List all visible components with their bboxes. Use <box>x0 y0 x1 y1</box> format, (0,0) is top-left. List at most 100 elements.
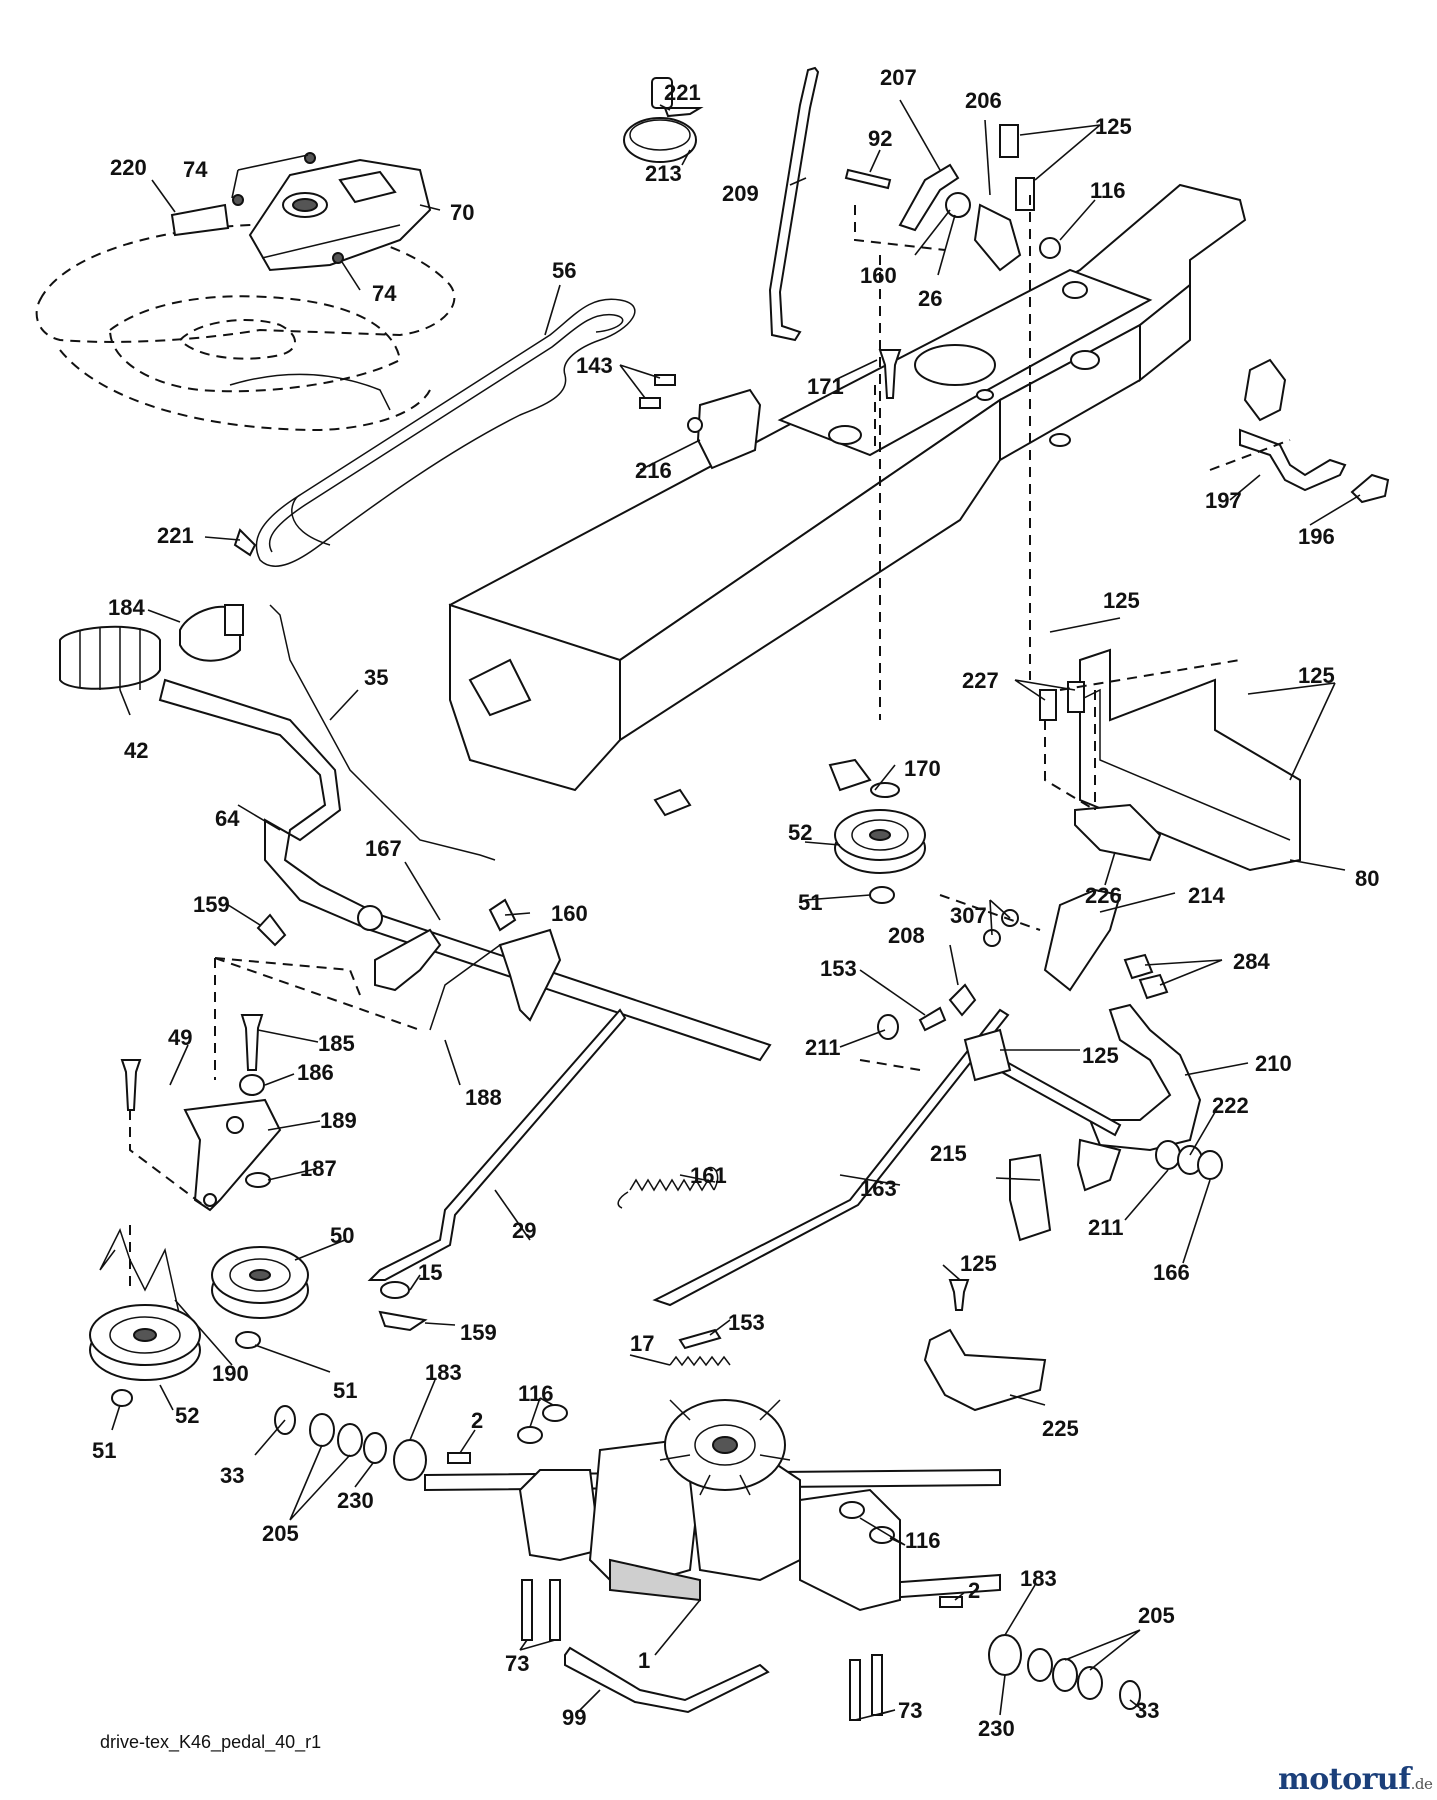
part-label[interactable]: 161 <box>690 1163 727 1188</box>
part-label[interactable]: 170 <box>904 756 941 781</box>
part-label[interactable]: 188 <box>465 1085 502 1110</box>
bracket-216 <box>696 388 762 470</box>
part-label[interactable]: 50 <box>330 1223 355 1248</box>
part-label[interactable]: 73 <box>505 1651 530 1676</box>
part-label[interactable]: 206 <box>965 88 1002 113</box>
part-label[interactable]: 26 <box>918 286 943 311</box>
part-label[interactable]: 116 <box>1090 178 1126 203</box>
part-label[interactable]: 35 <box>364 665 389 690</box>
part-label[interactable]: 74 <box>183 157 208 182</box>
part-label[interactable]: 2 <box>968 1578 981 1603</box>
part-label[interactable]: 226 <box>1085 883 1122 908</box>
part-label[interactable]: 125 <box>1298 663 1335 688</box>
part-label[interactable]: 56 <box>552 258 577 283</box>
part-label[interactable]: 33 <box>1135 1698 1160 1723</box>
part-label[interactable]: 185 <box>318 1031 355 1056</box>
part-label[interactable]: 92 <box>868 126 893 151</box>
part-label[interactable]: 166 <box>1153 1260 1190 1285</box>
part-label[interactable]: 184 <box>108 595 145 620</box>
part-label[interactable]: 221 <box>157 523 194 548</box>
bolt-196 <box>1350 473 1390 504</box>
part-label[interactable]: 159 <box>193 892 230 917</box>
part-label[interactable]: 189 <box>320 1108 357 1133</box>
part-label[interactable]: 2 <box>471 1408 484 1433</box>
part-label[interactable]: 215 <box>930 1141 967 1166</box>
part-label[interactable]: 33 <box>220 1463 245 1488</box>
shaft-64 <box>158 678 772 1062</box>
bracket-207 <box>898 163 1022 272</box>
part-label[interactable]: 125 <box>1095 114 1132 139</box>
part-label[interactable]: 187 <box>300 1156 337 1181</box>
part-label[interactable]: 17 <box>630 1331 655 1356</box>
right-axle-hardware <box>939 1596 1141 1710</box>
part-label[interactable]: 207 <box>880 65 917 90</box>
part-label[interactable]: 209 <box>722 181 759 206</box>
part-label[interactable]: 214 <box>1188 883 1225 908</box>
part-label[interactable]: 125 <box>1082 1043 1119 1068</box>
part-label[interactable]: 307 <box>950 903 987 928</box>
part-label[interactable]: 211 <box>805 1035 841 1060</box>
part-label[interactable]: 190 <box>212 1361 249 1386</box>
part-label[interactable]: 64 <box>215 806 240 831</box>
part-label[interactable]: 220 <box>110 155 147 180</box>
part-label[interactable]: 163 <box>860 1176 897 1201</box>
part-label[interactable]: 15 <box>418 1260 443 1285</box>
part-label[interactable]: 73 <box>898 1698 923 1723</box>
part-label[interactable]: 183 <box>425 1360 462 1385</box>
part-label[interactable]: 153 <box>820 956 857 981</box>
part-label[interactable]: 29 <box>512 1218 537 1243</box>
part-label[interactable]: 284 <box>1233 949 1270 974</box>
part-label[interactable]: 216 <box>635 458 672 483</box>
bolt-185 <box>240 1014 264 1071</box>
part-label[interactable]: 74 <box>372 281 397 306</box>
part-label[interactable]: 197 <box>1205 488 1242 513</box>
part-label[interactable]: 230 <box>337 1488 374 1513</box>
part-label[interactable]: 230 <box>978 1716 1015 1741</box>
part-label[interactable]: 80 <box>1355 866 1380 891</box>
spring-161 <box>617 1166 719 1209</box>
washer-15 <box>380 1281 410 1299</box>
part-label[interactable]: 222 <box>1212 1093 1249 1118</box>
part-label[interactable]: 225 <box>1042 1416 1079 1441</box>
part-label[interactable]: 186 <box>297 1060 334 1085</box>
part-label[interactable]: 160 <box>551 901 588 926</box>
part-label[interactable]: 153 <box>728 1310 765 1335</box>
part-label[interactable]: 227 <box>962 668 999 693</box>
washer-shaft <box>357 905 383 931</box>
part-label[interactable]: 70 <box>450 200 475 225</box>
part-label[interactable]: 125 <box>1103 588 1140 613</box>
part-label[interactable]: 171 <box>807 374 844 399</box>
part-label[interactable]: 125 <box>960 1251 997 1276</box>
part-label[interactable]: 211 <box>1088 1215 1124 1240</box>
part-label[interactable]: 221 <box>664 80 701 105</box>
drive-belt-part <box>255 298 636 567</box>
part-label[interactable]: 51 <box>798 890 823 915</box>
part-label[interactable]: 116 <box>518 1381 554 1406</box>
part-label[interactable]: 196 <box>1298 524 1335 549</box>
part-label[interactable]: 51 <box>92 1438 117 1463</box>
part-label[interactable]: 205 <box>262 1521 299 1546</box>
part-label[interactable]: 143 <box>576 353 613 378</box>
bracket-167 <box>374 928 442 992</box>
part-label[interactable]: 52 <box>175 1403 200 1428</box>
part-label[interactable]: 208 <box>888 923 925 948</box>
part-label[interactable]: 42 <box>124 738 149 763</box>
part-label[interactable]: 52 <box>788 820 813 845</box>
watermark-text: motoruf <box>1278 1762 1411 1797</box>
seat-console-part <box>248 158 432 272</box>
part-label[interactable]: 159 <box>460 1320 497 1345</box>
part-label[interactable]: 210 <box>1255 1051 1292 1076</box>
part-label[interactable]: 116 <box>905 1528 941 1553</box>
pulley-50 <box>211 1246 309 1349</box>
part-label[interactable]: 99 <box>562 1705 587 1730</box>
spring-208 <box>948 983 977 1017</box>
part-label[interactable]: 205 <box>1138 1603 1175 1628</box>
part-label[interactable]: 183 <box>1020 1566 1057 1591</box>
part-label[interactable]: 1 <box>638 1648 651 1673</box>
part-label[interactable]: 160 <box>860 263 897 288</box>
part-label[interactable]: 167 <box>365 836 402 861</box>
part-label[interactable]: 213 <box>645 161 682 186</box>
part-label[interactable]: 49 <box>168 1025 193 1050</box>
part-label[interactable]: 51 <box>333 1378 358 1403</box>
watermark-logo: motoruf.de <box>1278 1762 1433 1797</box>
